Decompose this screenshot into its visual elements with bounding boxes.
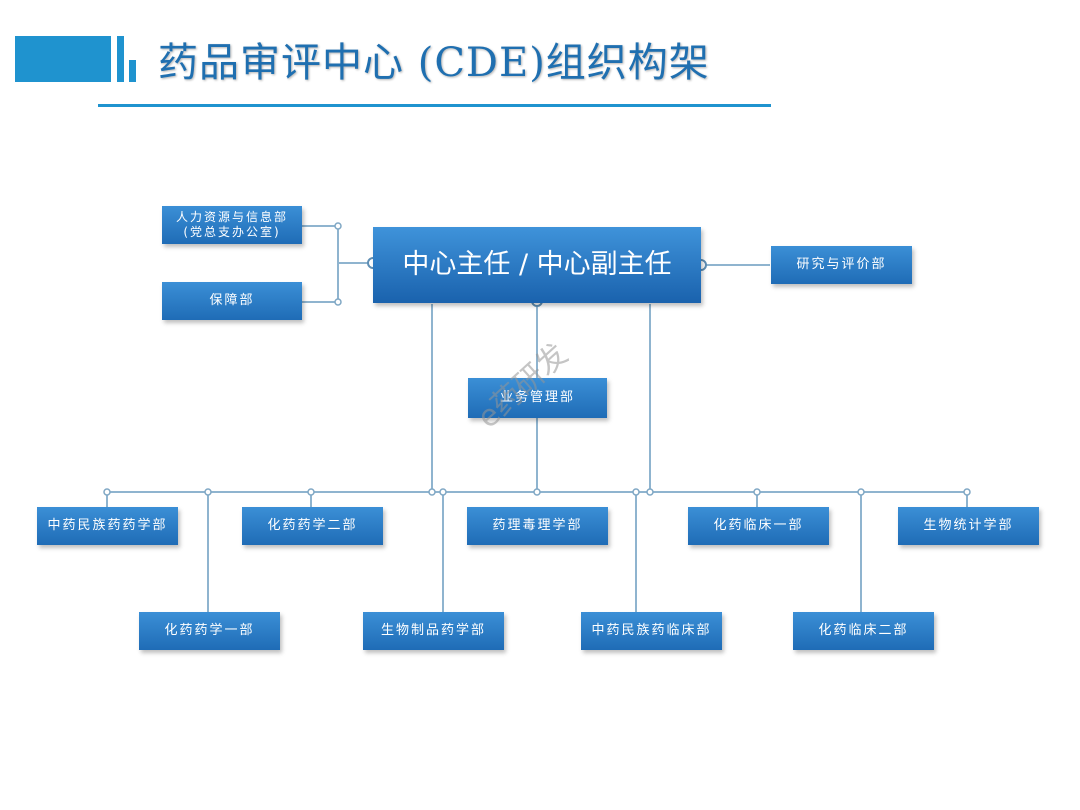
support-dept-label: 保障部 (209, 293, 255, 308)
slide-title: 药品审评中心 (CDE)组织构架 (158, 40, 710, 86)
director-box: 中心主任 / 中心副主任 (373, 227, 701, 303)
chem-pharm-2-dept-box: 化药药学二部 (242, 507, 383, 545)
research-eval-dept-box: 研究与评价部 (771, 246, 912, 284)
research-eval-dept-label: 研究与评价部 (796, 257, 887, 272)
chem-clinical-2-dept-box: 化药临床二部 (793, 612, 934, 650)
pharm-tox-dept-label: 药理毒理学部 (492, 518, 583, 533)
tcm-clinical-dept-label: 中药民族药临床部 (591, 623, 712, 638)
tcm-pharm-dept-box: 中药民族药药学部 (37, 507, 178, 545)
header-accent-block (15, 36, 111, 82)
chem-pharm-1-dept-label: 化药药学一部 (164, 623, 255, 638)
chem-clinical-1-dept-box: 化药临床一部 (688, 507, 829, 545)
biostat-dept-box: 生物统计学部 (898, 507, 1039, 545)
tcm-clinical-dept-box: 中药民族药临床部 (581, 612, 722, 650)
header-accent-bar (129, 60, 136, 82)
hr-info-dept-box: 人力资源与信息部 (党总支办公室) (162, 206, 302, 244)
chem-clinical-2-dept-label: 化药临床二部 (818, 623, 909, 638)
business-mgmt-dept-label: 业务管理部 (499, 390, 575, 405)
title-underline (98, 104, 771, 107)
chem-pharm-2-dept-label: 化药药学二部 (267, 518, 358, 533)
business-mgmt-dept-box: 业务管理部 (468, 378, 607, 418)
chem-clinical-1-dept-label: 化药临床一部 (713, 518, 804, 533)
header-accent-bar (117, 36, 124, 82)
bio-pharm-dept-label: 生物制品药学部 (380, 623, 486, 638)
chem-pharm-1-dept-box: 化药药学一部 (139, 612, 280, 650)
director-label: 中心主任 / 中心副主任 (402, 249, 672, 280)
pharm-tox-dept-box: 药理毒理学部 (467, 507, 608, 545)
biostat-dept-label: 生物统计学部 (923, 518, 1014, 533)
hr-info-dept-label: 人力资源与信息部 (175, 210, 288, 224)
bio-pharm-dept-box: 生物制品药学部 (363, 612, 504, 650)
support-dept-box: 保障部 (162, 282, 302, 320)
tcm-pharm-dept-label: 中药民族药药学部 (47, 518, 168, 533)
party-office-label: (党总支办公室) (183, 225, 281, 239)
